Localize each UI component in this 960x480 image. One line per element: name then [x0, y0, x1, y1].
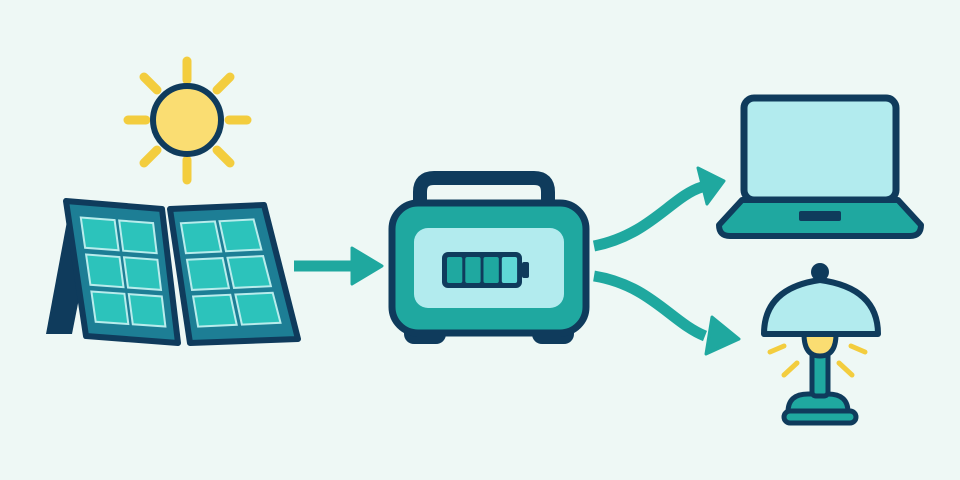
- sun-core: [150, 83, 224, 157]
- battery-terminal: [522, 262, 529, 278]
- arrow-station-to-laptop: [592, 166, 726, 252]
- solar-cell: [226, 255, 273, 289]
- battery-cell-full: [447, 257, 463, 283]
- laptop-screen: [740, 94, 900, 204]
- lamp-glow: [767, 343, 868, 378]
- station-handle: [413, 171, 555, 215]
- arrow-station-to-lamp: [593, 270, 741, 356]
- lamp-base-plate: [781, 408, 859, 426]
- solar-cell: [179, 220, 223, 255]
- portable-power-station-icon: [388, 171, 590, 344]
- solar-cell: [90, 290, 130, 326]
- sun-ray: [139, 145, 162, 168]
- panel-cells: [79, 216, 282, 328]
- arrow-panel-to-station: [294, 246, 384, 286]
- solar-cell: [234, 291, 282, 326]
- sun-ray: [139, 72, 162, 95]
- laptop-touchpad: [799, 211, 841, 221]
- sun-ray: [212, 145, 235, 168]
- solar-cell: [191, 293, 238, 328]
- battery-cell-empty: [501, 257, 518, 283]
- lamp-bulb: [801, 331, 839, 359]
- solar-cell: [122, 256, 163, 291]
- solar-cell: [118, 219, 158, 255]
- battery-cell-full: [483, 257, 499, 283]
- solar-cell: [84, 253, 125, 289]
- battery-indicator: [442, 252, 529, 288]
- desk-lamp-icon: [761, 263, 881, 426]
- lamp-finial: [811, 263, 829, 281]
- solar-cell: [127, 293, 167, 328]
- sun-ray: [212, 72, 235, 95]
- solar-cell: [185, 257, 231, 291]
- lamp-stem: [809, 349, 831, 399]
- sun-icon: [123, 56, 252, 185]
- solar-cell: [218, 218, 263, 253]
- laptop-icon: [716, 94, 924, 239]
- solar-cell: [79, 216, 120, 252]
- battery-cell-full: [465, 257, 481, 283]
- solar-panel-icon: [46, 198, 301, 346]
- battery-cells: [447, 257, 518, 283]
- lamp-shade: [761, 277, 881, 337]
